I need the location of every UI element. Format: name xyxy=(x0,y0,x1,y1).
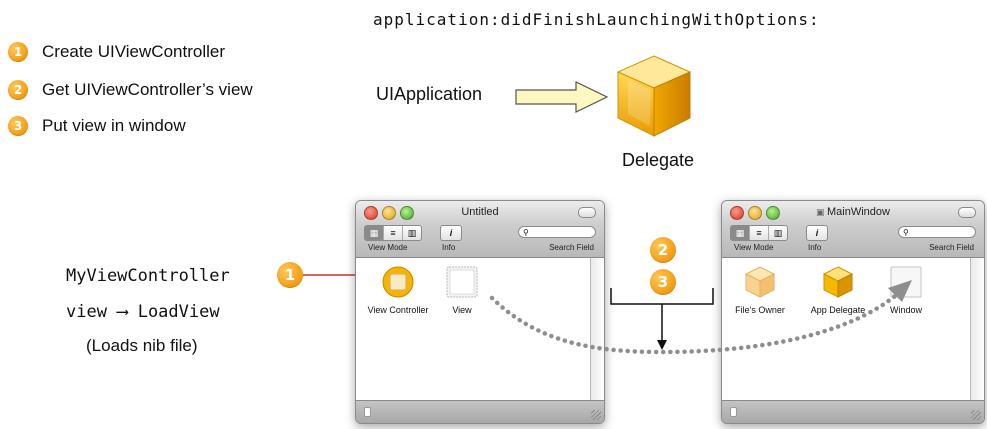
toolbar-toggle-button[interactable] xyxy=(578,207,596,218)
nib-file-icon: ▣ xyxy=(816,207,828,217)
item-label: App Delegate xyxy=(810,305,866,315)
info-button[interactable]: i xyxy=(806,225,828,241)
zoom-button[interactable] xyxy=(400,206,414,220)
files-owner-item[interactable]: File's Owner xyxy=(722,265,800,315)
column-view-icon[interactable]: ▥ xyxy=(773,228,783,238)
step-1: 1 Create UIViewController xyxy=(8,42,225,62)
info-label: Info xyxy=(442,243,456,252)
files-owner-cube-icon xyxy=(744,266,776,298)
step-2-label: Get UIViewController’s view xyxy=(42,80,253,99)
list-view-icon[interactable]: ≡ xyxy=(384,226,403,240)
window-item[interactable]: Window xyxy=(874,265,938,315)
icon-view-icon[interactable]: ▦ xyxy=(365,226,384,240)
step-3-label: Put view in window xyxy=(42,116,186,135)
app-delegate-cube-icon xyxy=(822,266,854,298)
step-3-badge: 3 xyxy=(8,116,28,136)
item-label: View xyxy=(452,305,472,315)
search-field-label: Search Field xyxy=(549,243,594,252)
step-3: 3 Put view in window xyxy=(8,116,186,136)
nib-note: (Loads nib file) xyxy=(86,336,198,355)
window-title: MainWindow xyxy=(827,206,890,218)
view-mode-label: View Mode xyxy=(368,243,408,252)
step-1-marker: 1 xyxy=(277,262,303,288)
close-button[interactable] xyxy=(730,206,744,220)
window-title: Untitled xyxy=(461,206,499,218)
step-2-marker: 2 xyxy=(650,237,676,263)
minimize-button[interactable] xyxy=(748,206,762,220)
view-note: view ⟶ LoadView xyxy=(66,302,220,322)
load-view-label: LoadView xyxy=(137,302,220,322)
view-controller-icon xyxy=(382,266,414,298)
vertical-scrollbar[interactable] xyxy=(970,258,984,401)
zoom-button[interactable] xyxy=(766,206,780,220)
delegate-label: Delegate xyxy=(622,150,695,170)
flow-bracket xyxy=(610,288,714,350)
search-field[interactable]: ⚲ xyxy=(898,226,976,238)
search-field[interactable]: ⚲ xyxy=(518,226,596,238)
window-toolbar: ▦ ≡ ▥ i ⚲ View Mode Info Search Field xyxy=(722,223,984,258)
delegate-method-name: application:didFinishLaunchingWithOption… xyxy=(373,10,820,29)
toolbar-toggle-button[interactable] xyxy=(958,207,976,218)
resize-grip[interactable] xyxy=(591,410,601,420)
view-controller-item[interactable]: View Controller xyxy=(358,265,438,315)
info-label: Info xyxy=(808,243,822,252)
view-mode-control[interactable]: ▦ ≡ ▥ xyxy=(364,225,422,241)
search-field-label: Search Field xyxy=(929,243,974,252)
window-icon xyxy=(890,266,922,298)
step-1-badge: 1 xyxy=(8,42,28,62)
list-view-icon[interactable]: ≡ xyxy=(750,226,769,240)
uiapplication-arrow xyxy=(515,81,609,113)
window-status-bar xyxy=(356,400,604,423)
item-label: View Controller xyxy=(367,305,429,315)
window-toolbar: ▦ ≡ ▥ i ⚲ View Mode Info Search Field xyxy=(356,223,604,258)
untitled-nib-window: Untitled ▦ ≡ ▥ i ⚲ View Mode Info Search… xyxy=(355,200,605,424)
step-2-badge: 2 xyxy=(8,80,28,100)
minimize-button[interactable] xyxy=(382,206,396,220)
status-indicator xyxy=(364,407,371,417)
mainwindow-nib-window: ▣ MainWindow ▦ ≡ ▥ i ⚲ View Mode Info Se… xyxy=(721,200,985,424)
step-2: 2 Get UIViewController’s view xyxy=(8,80,253,100)
icon-view-icon[interactable]: ▦ xyxy=(731,226,750,240)
status-indicator xyxy=(730,407,737,417)
uiapplication-label: UIApplication xyxy=(376,84,483,104)
search-icon: ⚲ xyxy=(523,228,529,237)
view-item[interactable]: View xyxy=(432,265,492,315)
view-icon xyxy=(446,266,478,298)
controller-class-label: MyViewController xyxy=(66,266,230,286)
item-label: Window xyxy=(889,305,922,315)
app-delegate-item[interactable]: App Delegate xyxy=(798,265,878,315)
window-titlebar[interactable]: ▣ MainWindow xyxy=(722,201,984,223)
window-status-bar xyxy=(722,400,984,423)
resize-grip[interactable] xyxy=(971,410,981,420)
search-icon: ⚲ xyxy=(903,228,909,237)
window-titlebar[interactable]: Untitled xyxy=(356,201,604,223)
view-arrow-icon: ⟶ xyxy=(117,302,128,322)
delegate-cube-icon xyxy=(616,55,692,137)
column-view-icon[interactable]: ▥ xyxy=(407,228,417,238)
close-button[interactable] xyxy=(364,206,378,220)
info-button[interactable]: i xyxy=(440,225,462,241)
item-label: File's Owner xyxy=(735,305,785,315)
vertical-scrollbar[interactable] xyxy=(590,258,604,401)
step-1-label: Create UIViewController xyxy=(42,42,225,61)
view-mode-control[interactable]: ▦ ≡ ▥ xyxy=(730,225,788,241)
view-mode-label: View Mode xyxy=(734,243,774,252)
view-prefix: view xyxy=(66,302,107,322)
